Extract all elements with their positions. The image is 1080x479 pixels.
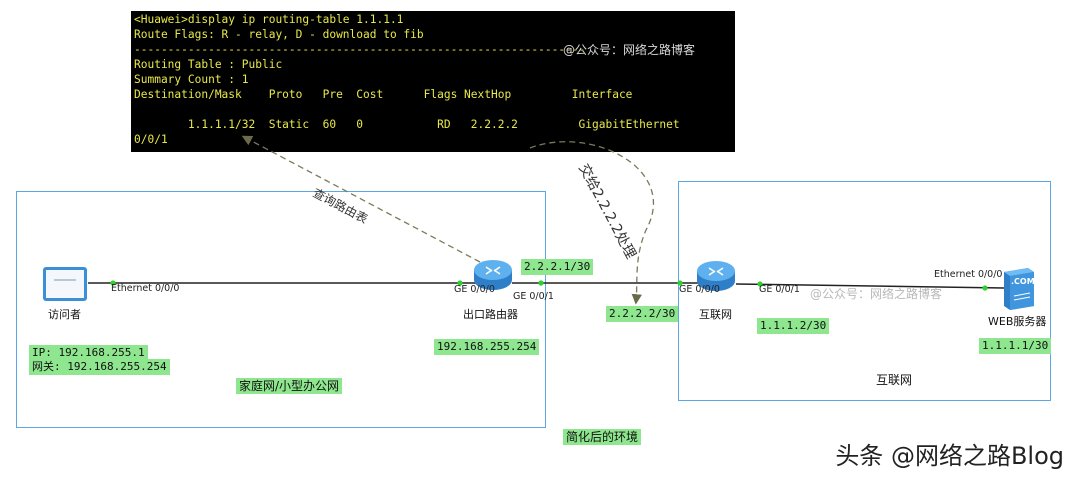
pc-icon	[43, 267, 87, 301]
exit-router-if-left: GE 0/0/0	[454, 284, 495, 295]
terminal-line: Route Flags: R - relay, D - download to …	[134, 28, 424, 41]
watermark-text: @公众号：网络之路博客	[810, 287, 943, 301]
terminal-line: Summary Count : 1	[134, 73, 249, 86]
web-server-ip: 1.1.1.1/30	[979, 338, 1052, 354]
exit-router-lan-ip: 192.168.255.254	[434, 339, 540, 355]
web-server-badge: .COM	[1011, 277, 1035, 286]
terminal-line: 1.1.1.1/32 Static 60 0 RD 2.2.2.2 Gigabi…	[134, 118, 680, 131]
visitor-interface-label: Ethernet 0/0/0	[111, 283, 180, 294]
handover-arrow	[529, 141, 654, 305]
isp-router-right-ip: 1.1.1.2/30	[757, 318, 830, 334]
exit-router-if-right: GE 0/0/1	[513, 291, 554, 302]
exit-router-wan-ip: 2.2.2.1/30	[521, 259, 594, 275]
brand-watermark: 头条 @网络之路Blog	[835, 442, 1064, 470]
port-dot	[110, 280, 116, 286]
isp-router-if-left: GE 0/0/0	[679, 284, 720, 295]
terminal-line: <Huawei>display ip routing-table 1.1.1.1	[134, 13, 404, 26]
isp-router-if-right: GE 0/0/1	[759, 284, 800, 295]
query-arrow	[241, 135, 481, 263]
isp-router-label: 互联网	[699, 308, 732, 321]
exit-router-label: 出口路由器	[463, 308, 518, 321]
port-dot	[757, 281, 763, 287]
home-network-zone	[16, 191, 546, 428]
terminal-line: Destination/Mask Proto Pre Cost Flags Ne…	[134, 88, 633, 101]
web-server-label: WEB服务器	[988, 315, 1047, 328]
link-isp-web-server	[735, 283, 1005, 289]
router-icon	[474, 260, 512, 290]
terminal-output: <Huawei>display ip routing-table 1.1.1.1…	[131, 11, 735, 152]
terminal-watermark: @公众号：网络之路博客	[563, 43, 696, 57]
port-dot	[982, 285, 988, 291]
isp-router-left-ip: 2.2.2.2/30	[606, 306, 679, 322]
router-icon	[697, 261, 735, 291]
port-dot	[677, 280, 683, 286]
terminal-line: ----------------------------------------…	[134, 43, 586, 56]
internet-zone-label: 互联网	[876, 373, 913, 387]
internet-zone	[678, 181, 1051, 401]
home-zone-label: 家庭网/小型办公网	[236, 378, 343, 394]
terminal-line: Routing Table : Public	[134, 58, 283, 71]
port-dot	[538, 280, 544, 286]
port-dot	[457, 280, 463, 286]
visitor-label: 访问者	[48, 308, 81, 321]
web-server-icon	[1004, 268, 1034, 310]
terminal-line: 0/0/1	[134, 133, 168, 146]
web-server-interface-label: Ethernet 0/0/0	[934, 269, 1003, 280]
diagram-caption: 简化后的环境	[563, 429, 642, 445]
visitor-ip: IP: 192.168.255.1	[29, 345, 148, 361]
visitor-gateway: 网关: 192.168.255.254	[29, 359, 170, 375]
